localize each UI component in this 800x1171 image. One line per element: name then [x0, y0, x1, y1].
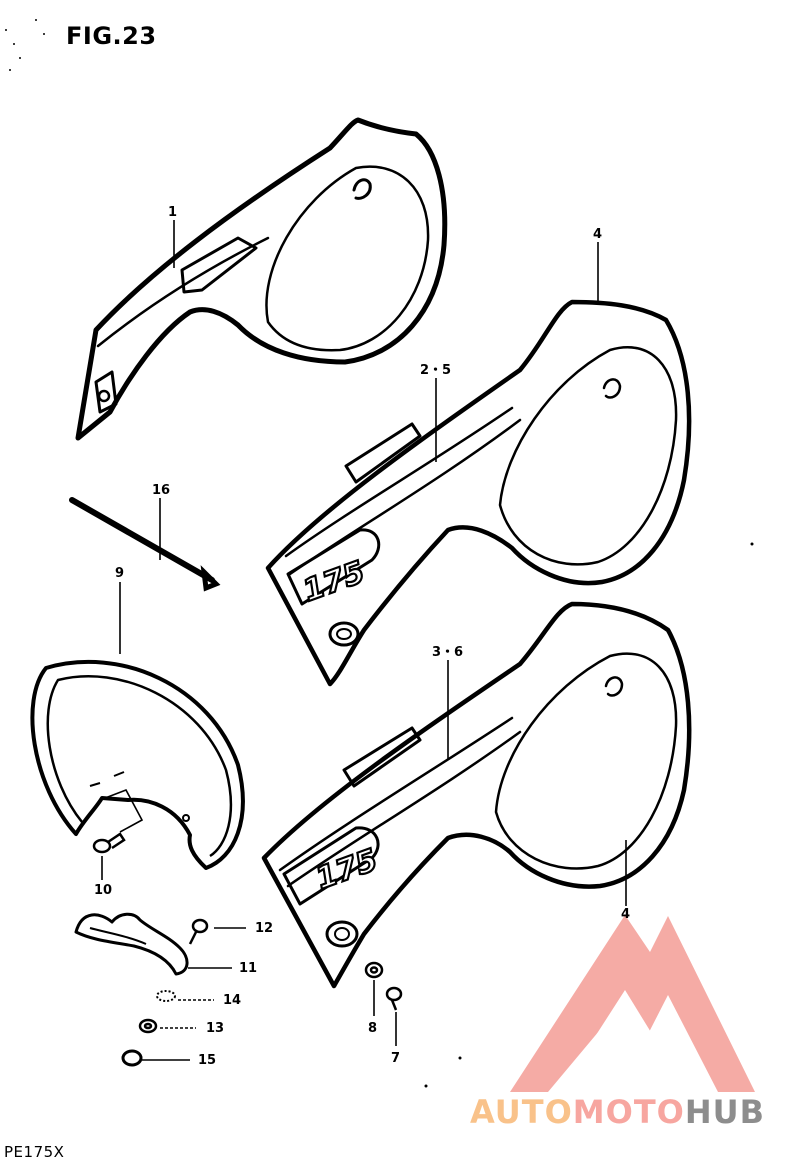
emblem-upper: 175 [299, 555, 370, 609]
part-9-inner-panel [30, 659, 245, 870]
callout-11: 11 [239, 961, 258, 976]
callout-4-lower: 4 [621, 907, 631, 922]
watermark-text: AUTOMOTOHUB [470, 1093, 765, 1131]
part-15-washer [121, 1049, 143, 1067]
part-8-grommet [364, 961, 384, 979]
part-13-nut [138, 1018, 158, 1034]
part-4-side-cover-upper [265, 299, 692, 687]
part-7-screw [385, 986, 403, 1011]
part-1-side-cover [75, 117, 448, 441]
watermark-auto: AUTO [470, 1093, 573, 1131]
print-specks [5, 19, 754, 1088]
watermark-hub: HUB [684, 1093, 766, 1131]
part-12-screw [188, 918, 209, 945]
figure-title: FIG.23 [66, 22, 157, 50]
watermark-logo [510, 915, 755, 1092]
part-14-clip [156, 990, 176, 1002]
part-10-bolt [92, 832, 126, 854]
callout-3-6: 3・6 [432, 645, 464, 660]
part-16-cable-tie [69, 497, 221, 592]
callout-15: 15 [198, 1053, 217, 1068]
callout-2-5: 2・5 [420, 363, 452, 378]
callout-14: 14 [223, 993, 242, 1008]
leader-lines [99, 220, 627, 1061]
callout-4-upper: 4 [593, 227, 603, 242]
part-4-side-cover-lower [261, 601, 692, 989]
part-11-bracket [74, 912, 189, 976]
watermark-moto: MOTO [572, 1093, 685, 1131]
callout-8: 8 [368, 1021, 378, 1036]
callout-13: 13 [206, 1021, 225, 1036]
callout-7: 7 [391, 1051, 401, 1066]
callout-1: 1 [168, 205, 178, 220]
model-label: PE175X [4, 1143, 65, 1161]
callout-16: 16 [152, 483, 171, 498]
callout-12: 12 [255, 921, 274, 936]
callout-10: 10 [94, 883, 113, 898]
callout-9: 9 [115, 566, 125, 581]
